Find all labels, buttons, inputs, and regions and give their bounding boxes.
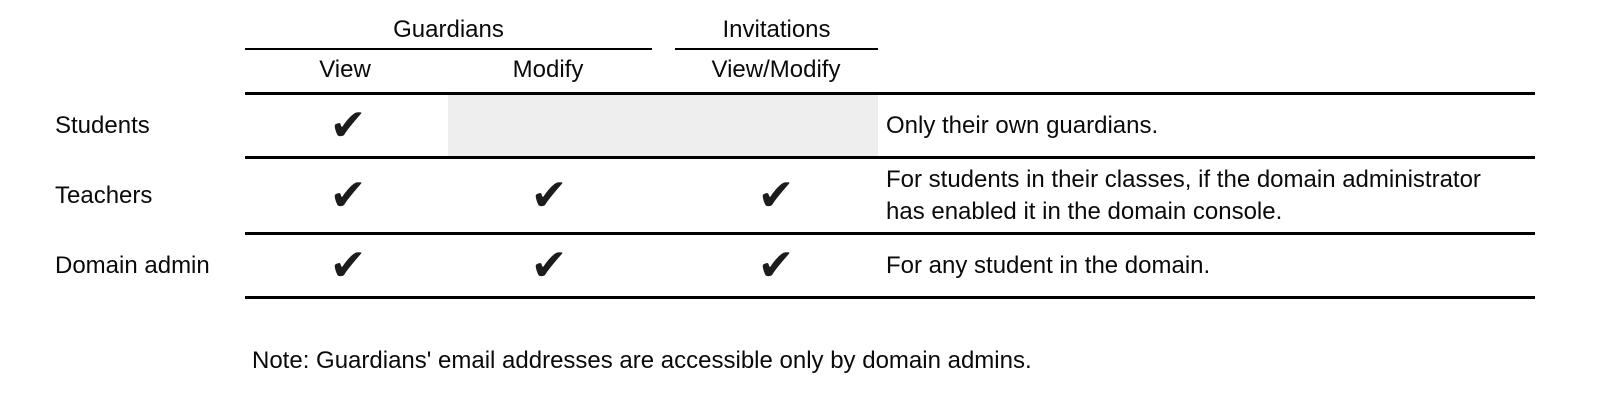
table-row-teachers: Teachers ✔ ✔ ✔ For students in their cla… xyxy=(0,159,1600,232)
check-icon: ✔ xyxy=(757,169,795,221)
rule-under-headers xyxy=(245,92,1535,95)
row-note-line: Only their own guardians. xyxy=(886,111,1159,139)
row-note-line: For any student in the domain. xyxy=(886,251,1211,279)
row-label: Domain admin xyxy=(55,251,210,279)
check-icon: ✔ xyxy=(530,169,568,221)
disabled-cells-gray xyxy=(448,95,878,156)
check-icon: ✔ xyxy=(530,239,568,291)
row-label: Teachers xyxy=(55,181,153,209)
row-label: Students xyxy=(55,111,150,139)
column-header-view-modify: View/Modify xyxy=(711,56,841,83)
row-note: For students in their classes, if the do… xyxy=(886,159,1541,232)
check-icon: ✔ xyxy=(329,99,367,151)
check-icon: ✔ xyxy=(329,239,367,291)
row-note-line: has enabled it in the domain console. xyxy=(886,197,1283,225)
table-row-students: Students ✔ Only their own guardians. xyxy=(0,95,1600,156)
rule-under-domain-admin xyxy=(245,296,1535,299)
rule-under-students xyxy=(245,156,1535,159)
rule-under-teachers xyxy=(245,232,1535,235)
row-note: For any student in the domain. xyxy=(886,235,1541,296)
guardians-underline xyxy=(245,48,652,50)
column-header-view: View xyxy=(319,56,371,83)
check-icon: ✔ xyxy=(329,169,367,221)
column-group-guardians: Guardians xyxy=(393,16,504,43)
row-note-line: For students in their classes, if the do… xyxy=(886,165,1481,193)
row-note: Only their own guardians. xyxy=(886,95,1541,156)
footnote: Note: Guardians' email addresses are acc… xyxy=(252,347,1032,374)
column-group-invitations: Invitations xyxy=(722,16,831,43)
column-header-modify: Modify xyxy=(512,56,584,83)
table-row-domain-admin: Domain admin ✔ ✔ ✔ For any student in th… xyxy=(0,235,1600,296)
invitations-underline xyxy=(675,48,878,50)
check-icon: ✔ xyxy=(757,239,795,291)
